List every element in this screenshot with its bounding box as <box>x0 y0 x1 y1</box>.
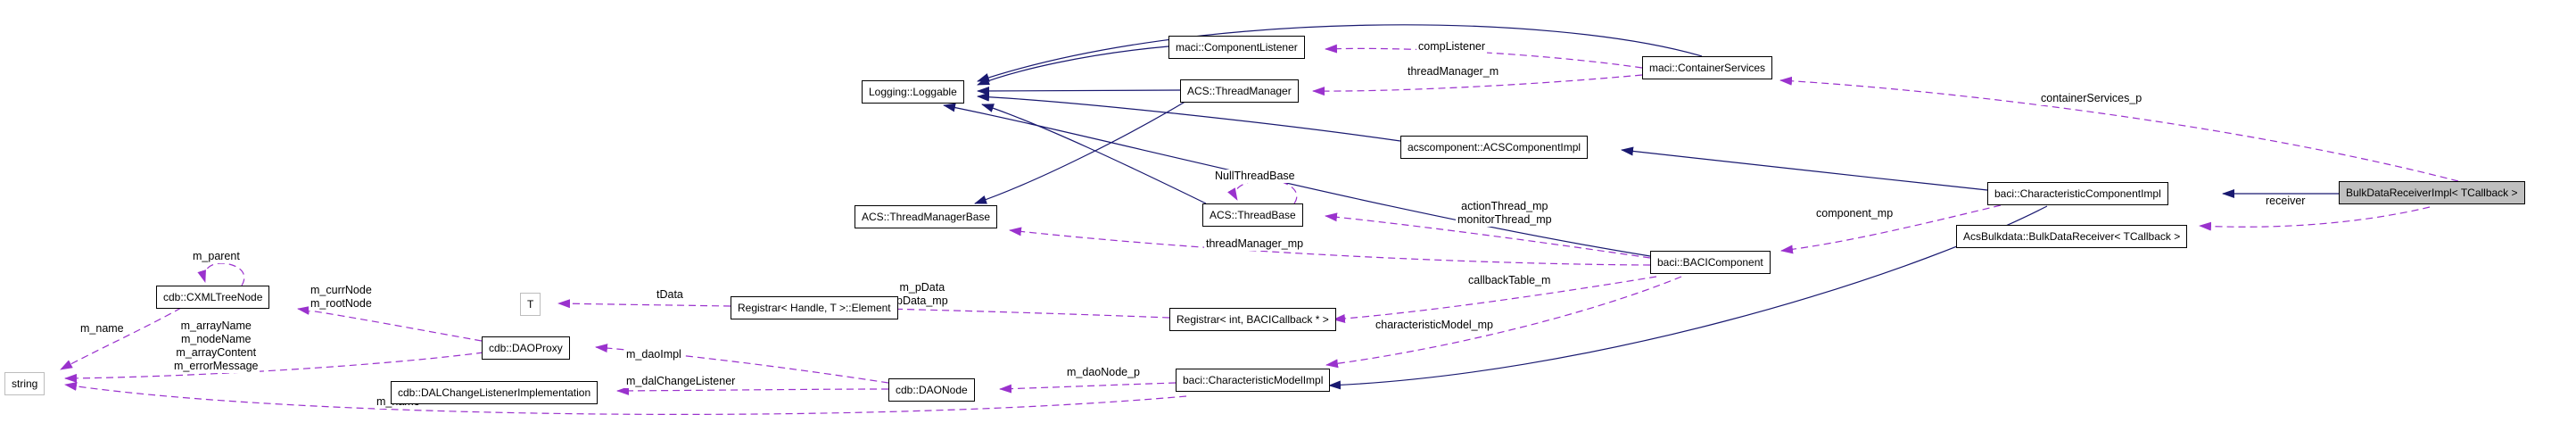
edge-label-complistener: compListener <box>1416 40 1488 54</box>
class-node-cdb-daoproxy[interactable]: cdb::DAOProxy <box>482 336 570 360</box>
edge-label-component-mp: component_mp <box>1814 207 1895 220</box>
edge-usage-m-dalchangelistener <box>616 386 889 395</box>
class-node-maci-containerservices[interactable]: maci::ContainerServices <box>1642 56 1773 79</box>
edge-label-m-parent: m_parent <box>191 250 242 263</box>
class-node-acscomponent-acscomponentimpl[interactable]: acscomponent::ACSComponentImpl <box>1400 136 1589 159</box>
edge-inherit-threadmanager-threadmanagerbase <box>974 99 1189 204</box>
edge-label-tdata: tData <box>655 288 685 302</box>
class-node-cdb-cxmltreenode[interactable]: cdb::CXMLTreeNode <box>156 286 270 309</box>
class-node-registrar-element[interactable]: Registrar< Handle, T >::Element <box>731 296 898 319</box>
edge-usage-m-parent-loop <box>197 262 245 286</box>
edge-usage-m-name-model <box>64 381 1187 415</box>
edge-inherit-componentlistener-loggable <box>977 46 1169 86</box>
edge-label-containerservices-p: containerServices_p <box>2039 92 2144 105</box>
edge-usage-m-pdata <box>883 304 1170 319</box>
edge-label-m-daonode-p: m_daoNode_p <box>1065 366 1143 379</box>
edge-label-callbacktable-m: callbackTable_m <box>1466 274 1553 287</box>
edge-usage-receiver <box>2199 206 2431 231</box>
edge-label-m-nodename: m_nodeName <box>180 333 252 345</box>
edge-usage-characteristicmodel-mp <box>1325 276 1682 369</box>
edge-label-receiver: receiver <box>2264 195 2308 208</box>
edge-inherit-acscomponentimpl-loggable <box>977 92 1401 142</box>
edge-label-m-arrayname: m_arrayName <box>180 319 252 332</box>
edge-inherit-charcompimpl-acscomponentimpl <box>1621 146 1988 191</box>
edge-label-string-members: m_arrayName m_nodeName m_arrayContent m_… <box>172 319 260 373</box>
edge-usage-string-members <box>64 352 484 383</box>
edge-usage-m-name-tree <box>60 307 182 370</box>
class-node-acs-threadbase[interactable]: ACS::ThreadBase <box>1202 203 1303 227</box>
edge-label-m-arraycontent: m_arrayContent <box>176 346 257 359</box>
class-node-registrar-int-bacicallback[interactable]: Registrar< int, BACICallback * > <box>1169 308 1336 331</box>
class-node-bulkdatareceiverimpl-current: BulkDataReceiverImpl< TCallback > <box>2339 181 2525 204</box>
edge-usage-tdata <box>557 299 731 309</box>
edge-inherit-charcompimpl-charmodelimpl <box>1328 205 2048 390</box>
class-node-acs-threadmanagerbase[interactable]: ACS::ThreadManagerBase <box>855 205 998 228</box>
edge-label-m-rootnode: m_rootNode <box>310 297 372 310</box>
edge-usage-component-mp <box>1780 204 2002 254</box>
edge-label-pdata-mp: pData_mp <box>896 294 948 307</box>
edge-usage-m-currnode <box>297 306 483 342</box>
class-node-cdb-dalchangelistenerimplementation[interactable]: cdb::DALChangeListenerImplementation <box>391 381 599 404</box>
edge-label-nullthreadbase: NullThreadBase <box>1213 170 1297 183</box>
edge-usage-threadmanager-mp <box>1009 227 1651 266</box>
edge-label-m-daoimpl: m_daoImpl <box>624 348 683 361</box>
edge-inherit-containerservices-loggable <box>977 24 1703 82</box>
edge-label-m-dalchangelistener: m_dalChangeListener <box>624 375 738 388</box>
class-node-acsbulkdata-bulkdatareceiver[interactable]: AcsBulkdata::BulkDataReceiver< TCallback… <box>1956 225 2188 248</box>
edge-label-m-pdata: m_pData <box>899 281 945 294</box>
class-node-baci-bacicomponent[interactable]: baci::BACIComponent <box>1650 251 1771 274</box>
edge-usage-containerservices-p <box>1779 76 2459 182</box>
edge-label-m-errormessage: m_errorMessage <box>174 360 259 372</box>
class-node-baci-characteristiccomponentimpl[interactable]: baci::CharacteristicComponentImpl <box>1987 182 2168 205</box>
edge-inherit-threadmanager-loggable <box>977 86 1181 95</box>
edge-label-characteristicmodel-mp: characteristicModel_mp <box>1374 319 1495 332</box>
edge-label-threadmanager-mp: threadManager_mp <box>1204 237 1306 251</box>
class-node-cdb-daonode[interactable]: cdb::DAONode <box>888 378 975 402</box>
edge-label-thread-members: actionThread_mp monitorThread_mp <box>1456 200 1554 227</box>
edge-label-pdata-members: m_pData pData_mp <box>895 281 950 308</box>
class-node-maci-componentlistener[interactable]: maci::ComponentListener <box>1168 36 1305 59</box>
class-node-t: T <box>520 293 541 316</box>
edge-label-monitorthread-mp: monitorThread_mp <box>1457 213 1552 226</box>
edge-inherit-threadbase-loggable <box>981 104 1207 204</box>
class-node-logging-loggable[interactable]: Logging::Loggable <box>862 80 964 104</box>
edge-usage-nullthreadbase-loop <box>1227 178 1298 204</box>
edge-label-actionthread-mp: actionThread_mp <box>1461 200 1548 212</box>
edge-label-node-members: m_currNode m_rootNode <box>309 284 374 311</box>
class-node-string: string <box>4 372 45 395</box>
edge-label-m-currnode: m_currNode <box>310 284 372 296</box>
class-node-acs-threadmanager[interactable]: ACS::ThreadManager <box>1180 79 1299 103</box>
edge-usage-actionthread-mp <box>1325 212 1651 259</box>
edge-label-m-name-tree: m_name <box>78 322 126 336</box>
class-node-baci-characteristicmodelimpl[interactable]: baci::CharacteristicModelImpl <box>1176 369 1331 392</box>
edge-usage-threadmanager-m <box>1312 74 1643 96</box>
edge-usage-m-daonode-p <box>999 382 1177 394</box>
edge-inherit-bacicomponent-loggable <box>943 103 1651 257</box>
edge-label-threadmanager-m: threadManager_m <box>1406 65 1501 79</box>
